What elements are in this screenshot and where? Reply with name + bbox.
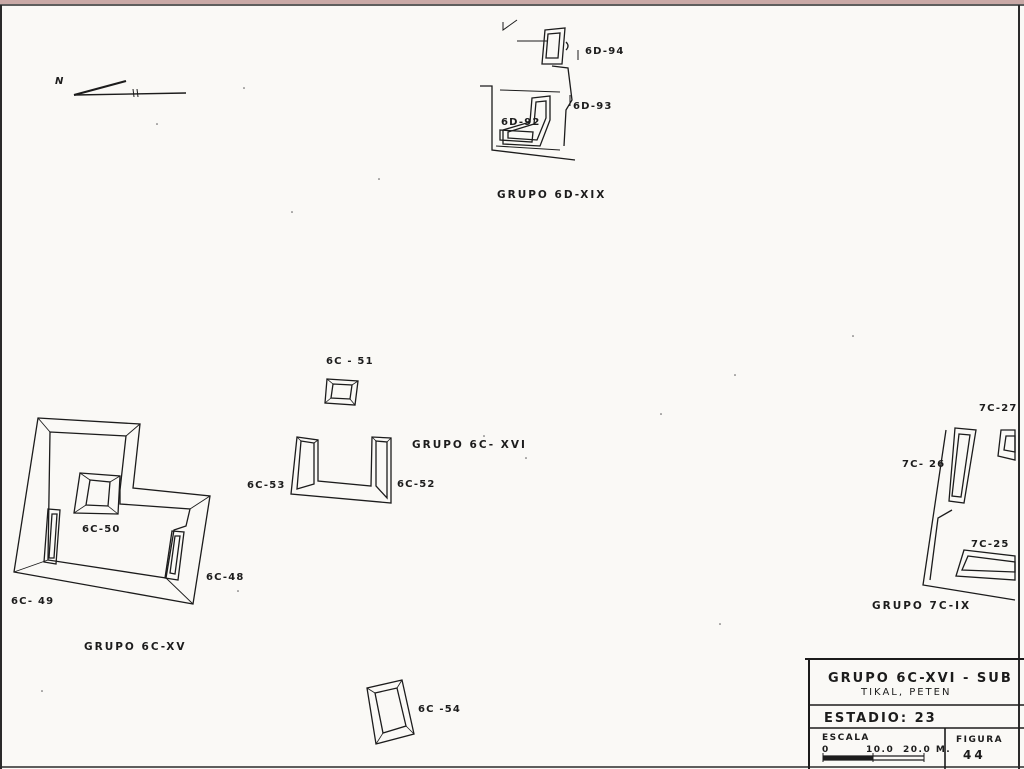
title-block-title: GRUPO 6C-XVI - SUB <box>828 671 1013 686</box>
figure-label: FIGURA <box>956 735 1003 745</box>
group-label-6c-xv: GRUPO 6C-XV <box>84 641 186 653</box>
title-block-stage: ESTADIO: 23 <box>824 711 937 726</box>
label-7c-26: 7C- 26 <box>902 459 945 470</box>
north-label: N <box>55 76 65 87</box>
paper-top-edge <box>0 0 1024 4</box>
label-6c-48: 6C-48 <box>206 572 245 583</box>
group-label-6c-xvi: GRUPO 6C- XVI <box>412 439 527 451</box>
group-6c-xvi-plan <box>290 378 392 504</box>
scale-tick-20: 20.0 M. <box>903 745 951 755</box>
north-arrow-icon <box>73 79 187 98</box>
label-6d-94: 6D-94 <box>585 46 625 57</box>
label-7c-27: 7C-27 <box>979 403 1018 414</box>
label-6c-49: 6C- 49 <box>11 596 54 607</box>
title-block <box>805 658 1024 769</box>
label-6d-92: 6D-92 <box>501 117 541 128</box>
scale-tick-10: 10.0 <box>866 745 894 755</box>
label-6c-50: 6C-50 <box>82 524 121 535</box>
title-block-subtitle: TIKAL, PETEN <box>860 687 951 698</box>
group-6c-xv-plan <box>13 417 211 605</box>
group-label-7c-ix: GRUPO 7C-IX <box>872 600 971 612</box>
scale-tick-0: 0 <box>822 745 830 755</box>
scale-label: ESCALA <box>822 733 870 743</box>
label-6d-93: 6D-93 <box>573 101 613 112</box>
group-6d-xix-plan <box>480 19 579 161</box>
ink-specks <box>41 87 854 692</box>
group-label-6d-xix: GRUPO 6D-XIX <box>497 189 606 201</box>
label-6c-53: 6C-53 <box>247 480 286 491</box>
group-7c-ix-plan <box>922 427 1016 601</box>
label-7c-25: 7C-25 <box>971 539 1010 550</box>
label-6c-52: 6C-52 <box>397 479 436 490</box>
label-6c-54: 6C -54 <box>418 704 461 715</box>
label-6c-51: 6C - 51 <box>326 356 374 367</box>
figure-number: 44 <box>963 748 986 762</box>
structure-6c-54-plan <box>366 679 415 745</box>
